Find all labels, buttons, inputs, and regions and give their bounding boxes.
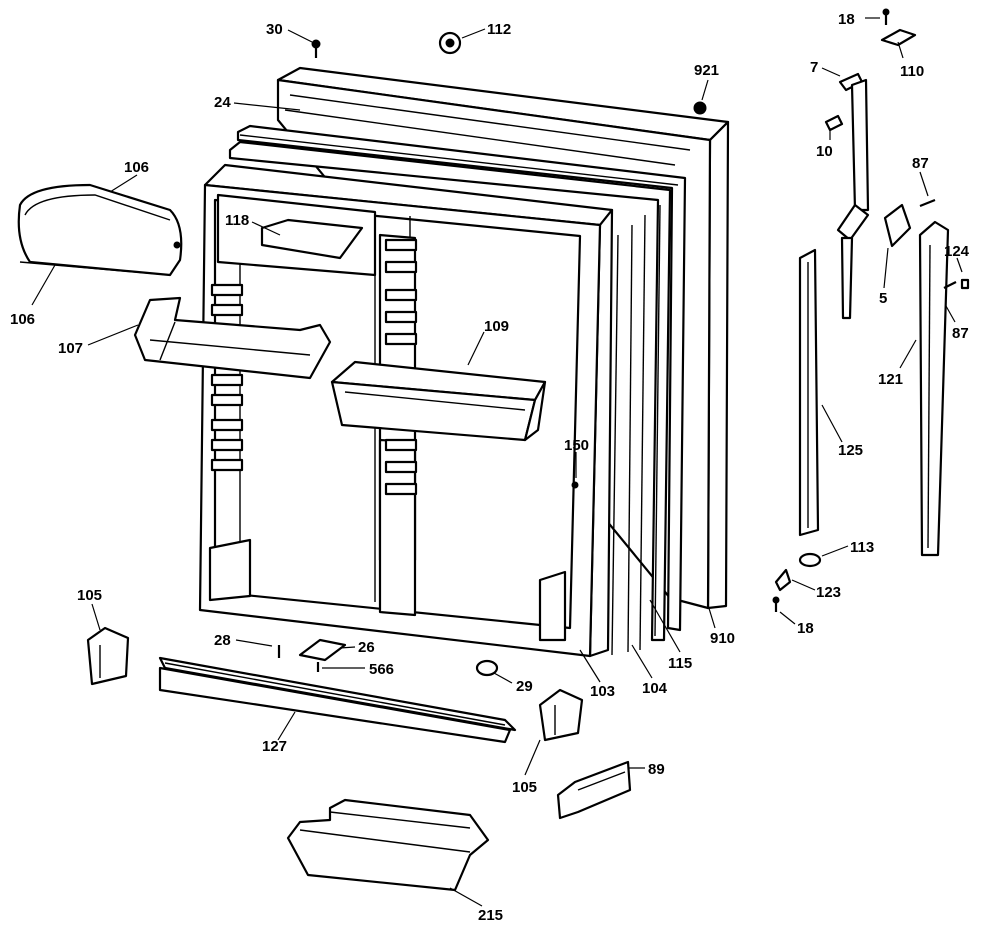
right-end-cap [538,688,584,742]
callout-leaders [31,17,963,907]
dairy-compartment-door [17,183,183,277]
callout-103: 103 [590,683,615,700]
callout-150: 150 [564,437,589,454]
callout-10: 10 [816,143,833,160]
callout-110: 110 [900,63,924,80]
small-fasteners [277,638,499,677]
callout-115: 115 [668,655,692,672]
callout-5: 5 [879,290,887,307]
callout-106-lower: 106 [10,311,35,328]
callout-127: 127 [262,738,287,755]
callout-566: 566 [369,661,394,678]
callout-labels: 18 110 30 112 921 7 24 10 87 106 118 124… [10,11,970,924]
callout-121: 121 [878,371,903,388]
top-hardware [311,8,917,132]
callout-29: 29 [516,678,533,695]
callout-105-left: 105 [77,587,102,604]
left-end-cap [86,626,130,686]
callout-30: 30 [266,21,283,38]
callout-26: 26 [358,639,375,656]
callout-921: 921 [694,62,719,79]
callout-24: 24 [214,94,231,111]
callout-124: 124 [944,243,970,260]
storage-bin [286,798,490,892]
shelf-rack-notches [210,238,418,496]
callout-18-bottom: 18 [797,620,814,637]
door-handle [918,220,970,557]
callout-125: 125 [838,442,863,459]
callout-87-lower: 87 [952,325,969,342]
bin-front-panel [556,760,632,820]
door-hinge [836,78,936,320]
callout-910: 910 [710,630,735,647]
callout-7: 7 [810,59,818,76]
door-trim-strip [798,248,820,537]
callout-107: 107 [58,340,83,357]
callout-87-upper: 87 [912,155,929,172]
dairy-shelf [133,296,332,380]
callout-104: 104 [642,680,668,697]
callout-105-right: 105 [512,779,537,796]
callout-109: 109 [484,318,509,335]
door-gasket-strips [228,124,687,656]
callout-18-top: 18 [838,11,855,28]
callout-215: 215 [478,907,503,924]
callout-89: 89 [648,761,665,778]
callout-28: 28 [214,632,231,649]
door-shelf-bin [330,360,547,442]
callout-112: 112 [487,21,511,38]
lower-hardware [772,552,822,612]
callout-113: 113 [850,539,874,556]
bottom-trim-rail [158,656,517,744]
callout-106-upper: 106 [124,159,149,176]
callout-123: 123 [816,584,841,601]
callout-118: 118 [225,212,249,229]
